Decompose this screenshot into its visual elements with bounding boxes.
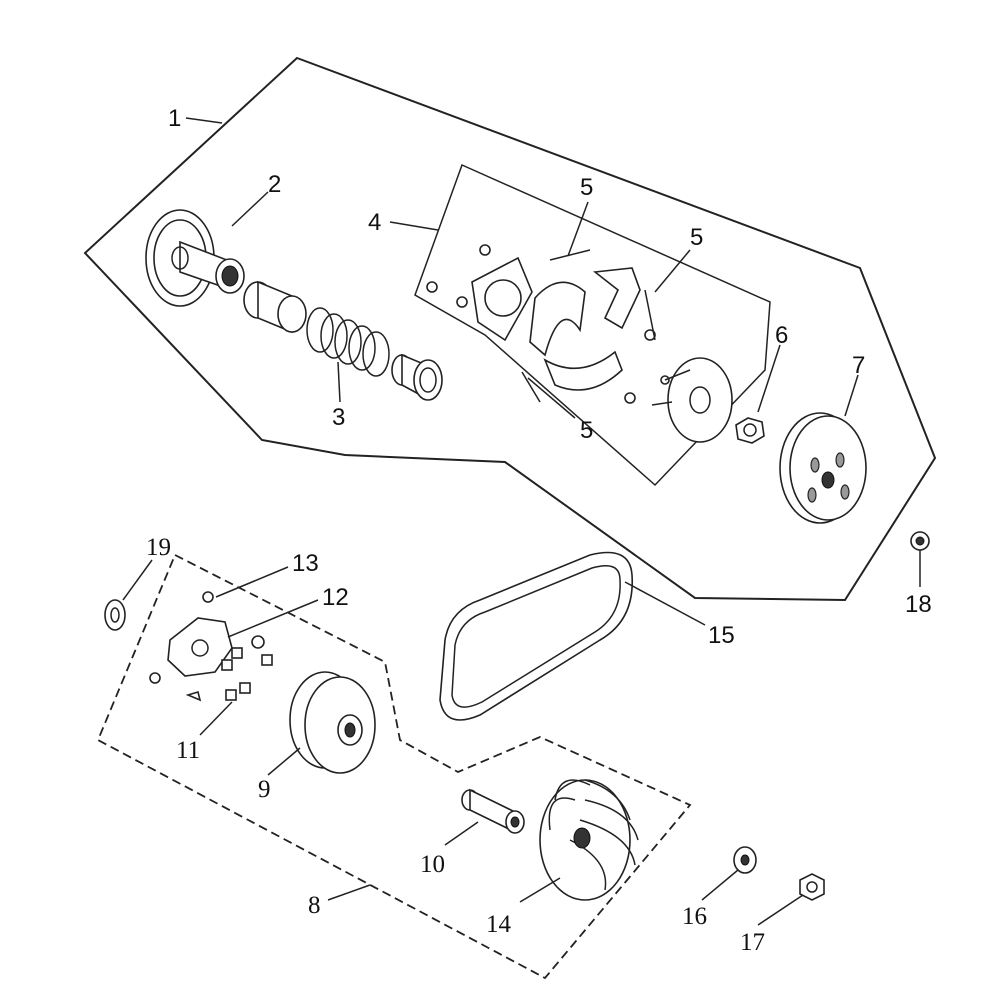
fan-pulley-part: [539, 779, 639, 901]
callout-11: 11: [176, 737, 200, 764]
callout-10: 10: [420, 851, 445, 878]
collar-and-spring-part: [243, 280, 443, 401]
callout-17: 17: [740, 929, 765, 956]
callout-13: 13: [292, 550, 319, 577]
clutch-assembly-part: [426, 244, 733, 443]
ramp-plate-part: [149, 591, 233, 702]
callout-2: 2: [268, 171, 281, 198]
flange-nut-18-part: [910, 531, 930, 551]
callout-5-bottom: 5: [580, 417, 593, 444]
callout-12: 12: [322, 584, 349, 611]
callout-8: 8: [308, 892, 321, 919]
callout-5-right: 5: [690, 224, 703, 251]
movable-drive-face-part: [289, 671, 376, 774]
callout-14: 14: [486, 911, 512, 938]
drive-belt-part: [439, 551, 634, 721]
nut-17-part: [799, 873, 825, 901]
assembly-1-outline: [83, 56, 937, 602]
roller-weights-part: [221, 635, 273, 701]
callout-15: 15: [708, 622, 735, 649]
callout-labels: 1 2 3 4 5 5 5 6 7 8 9 10 11 12 13 14 15 …: [146, 105, 932, 956]
callout-7: 7: [852, 352, 865, 379]
callout-18: 18: [905, 591, 932, 618]
leader-lines: [122, 117, 921, 926]
callout-4: 4: [368, 209, 381, 236]
assembly-4-outline: [414, 163, 771, 487]
callout-9: 9: [258, 776, 271, 803]
callout-16: 16: [682, 903, 707, 930]
drive-bushing-part: [461, 788, 525, 834]
clutch-nut-part: [735, 417, 765, 444]
callout-19: 19: [146, 534, 171, 561]
washer-19-part: [104, 599, 126, 631]
clutch-housing-part: [779, 412, 867, 524]
washer-16-part: [733, 846, 757, 874]
callout-3: 3: [332, 404, 345, 431]
callout-5-top: 5: [580, 174, 593, 201]
driven-pulley-part: [145, 209, 245, 307]
callout-6: 6: [775, 322, 788, 349]
assembly-8-outline: [96, 553, 692, 980]
callout-1: 1: [168, 105, 181, 132]
